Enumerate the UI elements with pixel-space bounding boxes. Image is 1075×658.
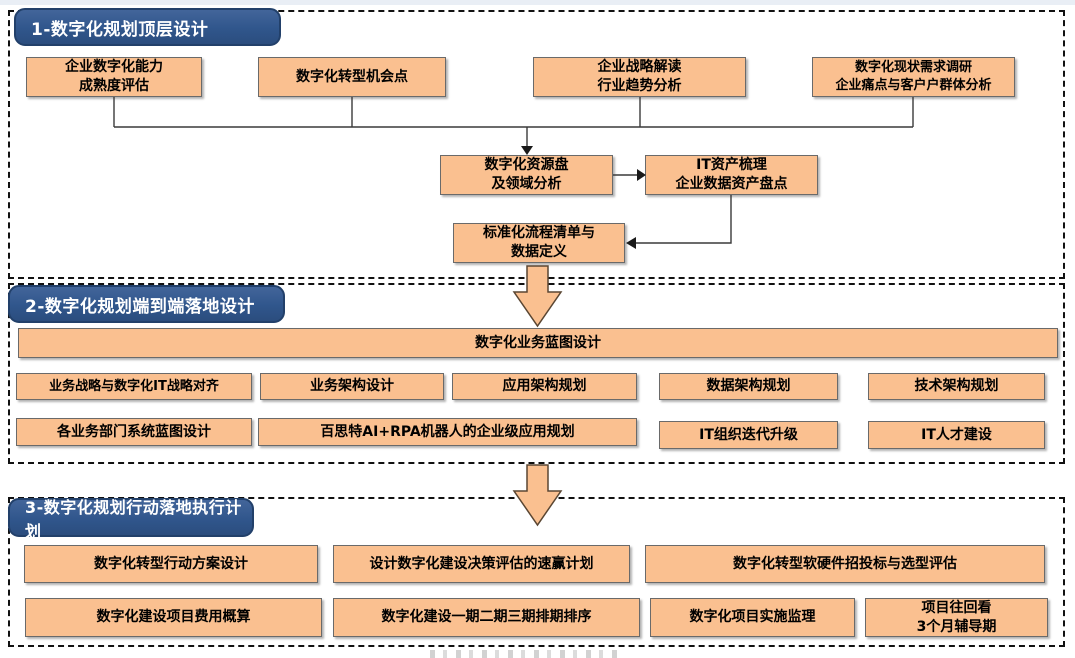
box-application-architecture: 应用架构规划 [452, 373, 637, 400]
box-implementation-supervision: 数字化项目实施监理 [650, 598, 855, 637]
box-project-review-coaching: 项目往回看 3个月辅导期 [865, 598, 1048, 637]
box-data-architecture: 数据架构规划 [659, 373, 838, 400]
section-2-title-label: 2-数字化规划端到端落地设计 [25, 296, 255, 317]
box-transform-opportunity: 数字化转型机会点 [258, 57, 446, 97]
box-business-architecture: 业务架构设计 [260, 373, 444, 400]
box-resource-inventory: 数字化资源盘 及领域分析 [440, 155, 613, 195]
box-phase-scheduling: 数字化建设一期二期三期排期排序 [333, 598, 640, 637]
box-bidding-selection: 数字化转型软硬件招投标与选型评估 [645, 545, 1045, 583]
box-it-org-upgrade: IT组织迭代升级 [659, 421, 838, 449]
section-3-title-label: 3-数字化规划行动落地执行计划 [25, 497, 242, 541]
box-strategy-interpretation: 企业战略解读 行业趋势分析 [533, 57, 746, 97]
section-1-title: 1-数字化规划顶层设计 [14, 8, 281, 46]
box-tech-architecture: 技术架构规划 [868, 373, 1045, 400]
box-quick-win-plan: 设计数字化建设决策评估的速赢计划 [333, 545, 630, 583]
box-business-blueprint-banner: 数字化业务蓝图设计 [18, 328, 1058, 358]
box-it-talent: IT人才建设 [868, 421, 1045, 449]
box-capability-maturity: 企业数字化能力 成熟度评估 [26, 57, 202, 97]
top-edge-strip [0, 0, 1075, 5]
section-1-title-label: 1-数字化规划顶层设计 [31, 19, 209, 40]
box-it-asset-review: IT资产梳理 企业数据资产盘点 [645, 155, 818, 195]
section-2-title: 2-数字化规划端到端落地设计 [8, 285, 285, 323]
box-department-blueprint: 各业务部门系统蓝图设计 [16, 418, 252, 446]
box-ai-rpa-planning: 百思特AI+RPA机器人的企业级应用规划 [258, 418, 637, 446]
box-status-research: 数字化现状需求调研 企业痛点与客户户群体分析 [812, 57, 1015, 97]
box-process-list: 标准化流程清单与 数据定义 [453, 223, 625, 263]
cutoff-watermark-text [430, 650, 625, 658]
box-project-cost-estimate: 数字化建设项目费用概算 [25, 598, 322, 637]
section-3-title: 3-数字化规划行动落地执行计划 [8, 498, 254, 541]
box-action-plan-design: 数字化转型行动方案设计 [24, 545, 318, 583]
box-strategy-alignment: 业务战略与数字化IT战略对齐 [16, 373, 252, 400]
